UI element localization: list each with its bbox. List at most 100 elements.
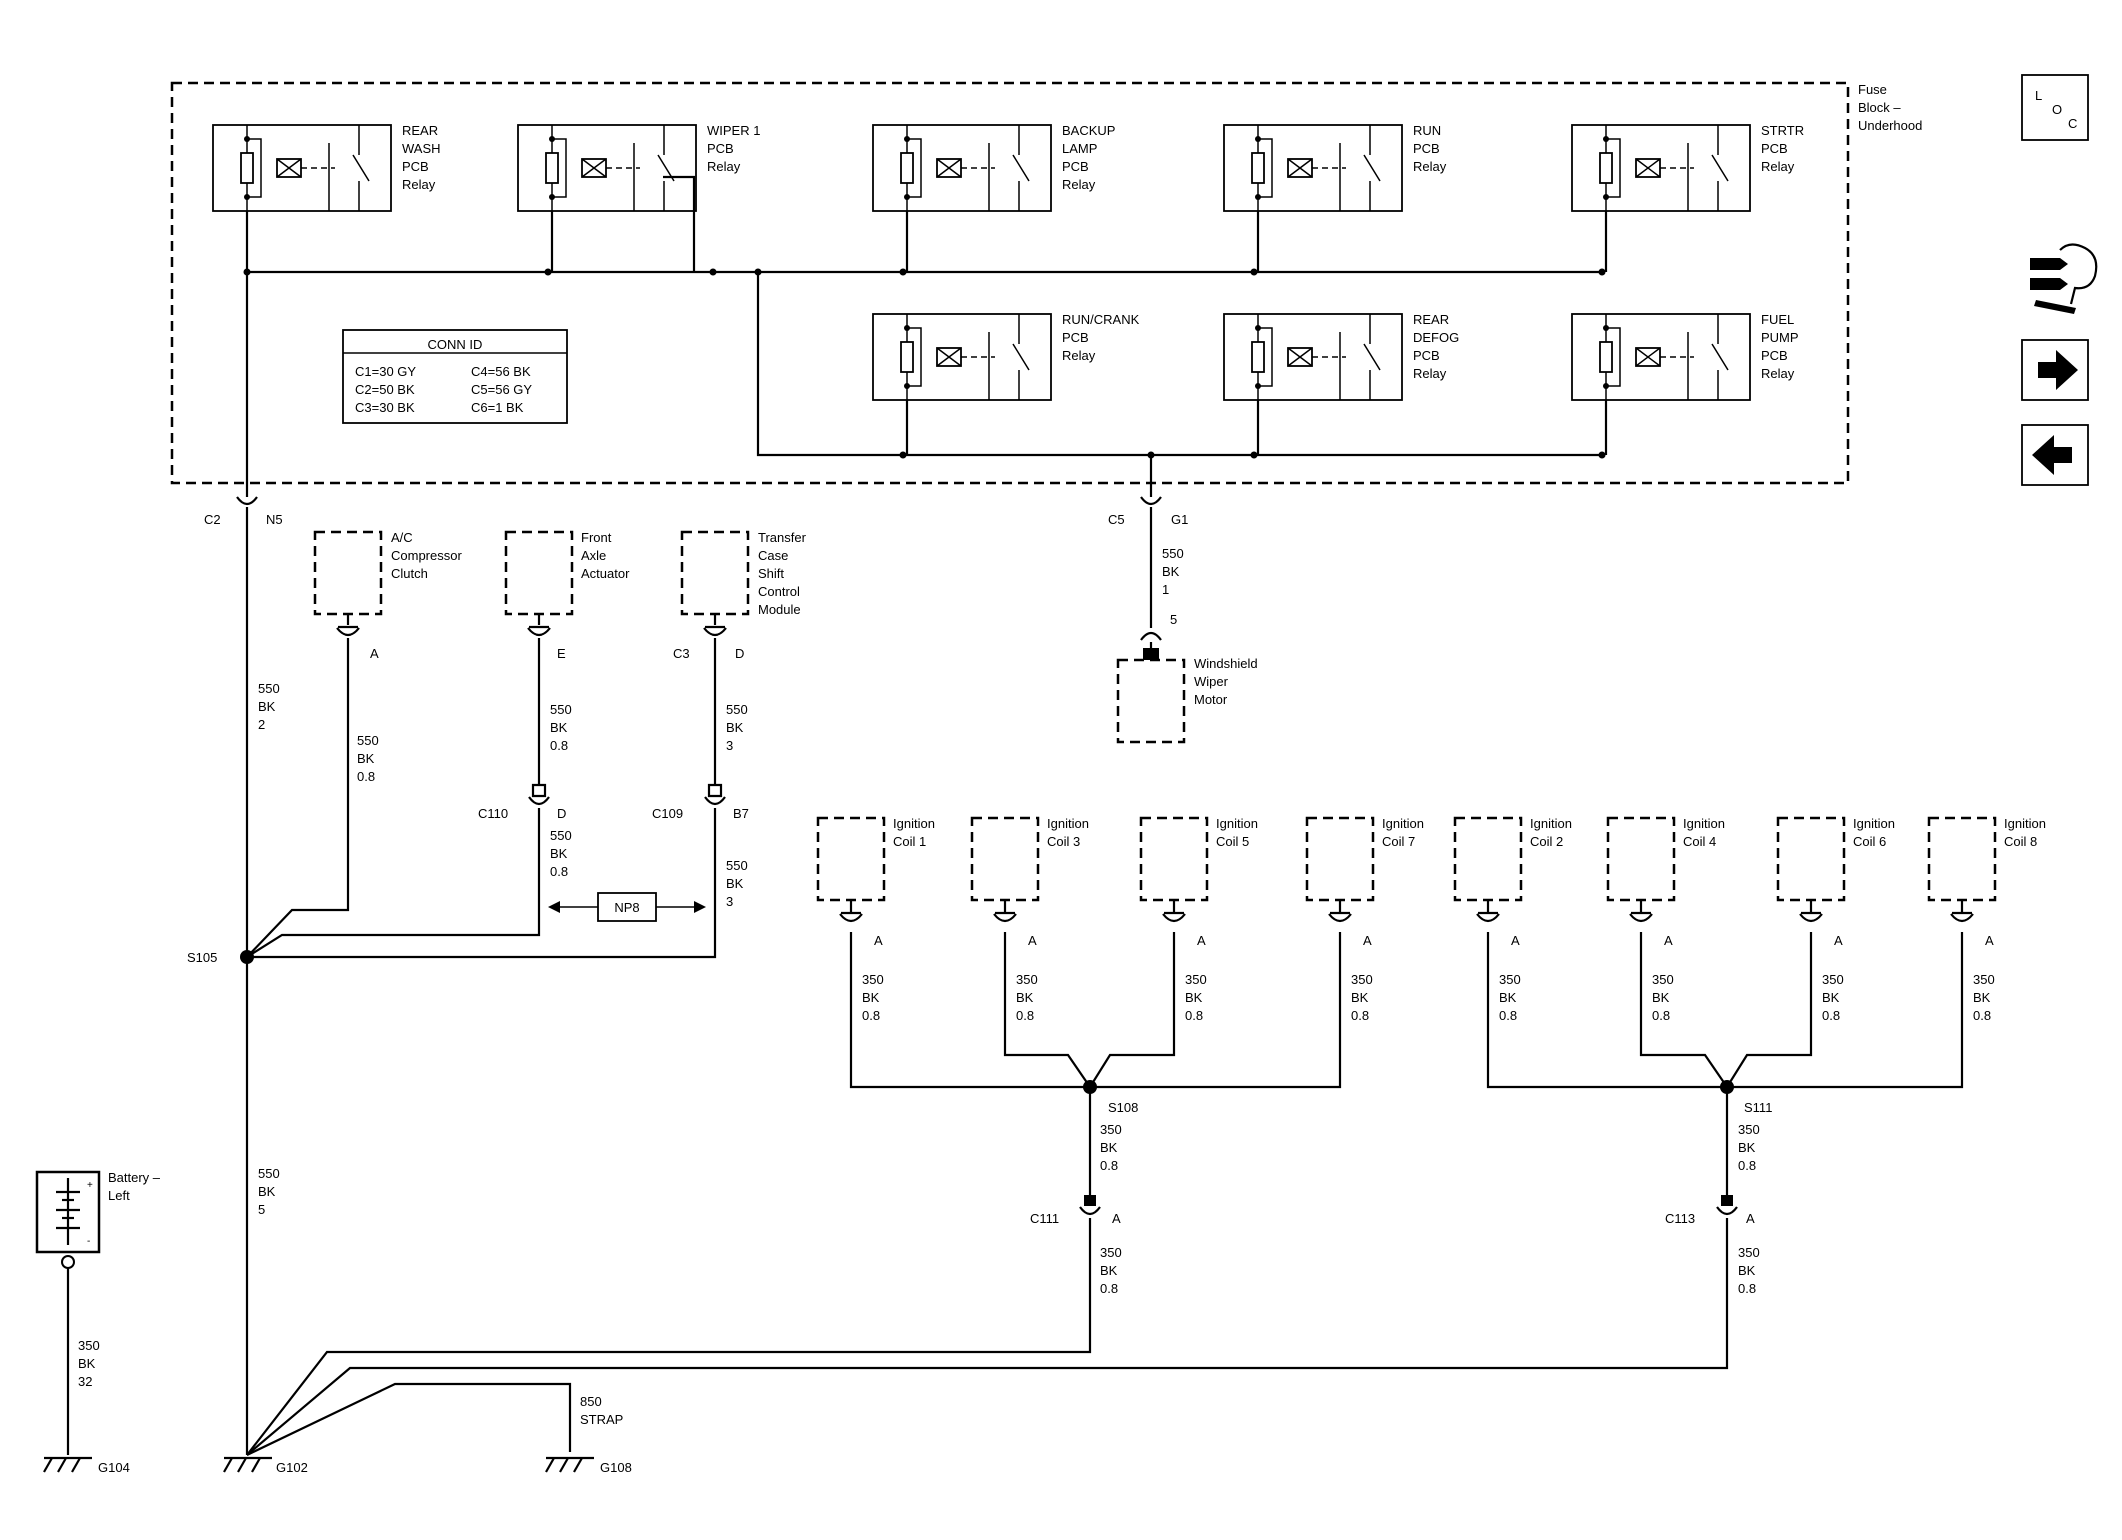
svg-text:A: A [1363, 933, 1372, 948]
svg-text:550 BK 0.8: 550 BK 0.8 [550, 828, 575, 879]
svg-text:D: D [557, 806, 566, 821]
front-axle-actuator [504, 530, 574, 616]
ac-compressor-clutch [313, 530, 383, 616]
np8-option-marker: NP8 [548, 892, 706, 922]
arrow-left-icon [2032, 435, 2072, 475]
svg-text:350 BK 0.8: 350 BK 0.8 [1100, 1245, 1125, 1296]
svg-text:+: + [87, 1180, 93, 1191]
windshield-wiper-motor [1116, 658, 1186, 744]
ground-g108: G108 [545, 1456, 632, 1475]
svg-text:E: E [557, 646, 566, 661]
svg-text:A: A [1985, 933, 1994, 948]
svg-text:G1: G1 [1171, 512, 1188, 527]
svg-text:550 BK 3: 550 BK 3 [726, 702, 751, 753]
svg-text:S111: S111 [1744, 1100, 1772, 1115]
svg-text:G104: G104 [98, 1460, 130, 1475]
ground-strap [246, 1382, 572, 1456]
svg-text:NP8: NP8 [614, 900, 639, 915]
svg-text:A: A [1664, 933, 1673, 948]
svg-text:G102: G102 [276, 1460, 308, 1475]
c2-connector: C2 N5 [204, 483, 283, 527]
fuse-block-boundary [170, 81, 1850, 485]
c110-connector: C110 D [478, 783, 566, 821]
c109-connector: C109 B7 [652, 783, 749, 821]
ac-compressor-label: A/C Compressor Clutch [391, 530, 465, 581]
svg-text:B7: B7 [733, 806, 749, 821]
arrow-left-button[interactable] [2021, 424, 2089, 486]
svg-text:550 BK 0.8: 550 BK 0.8 [357, 733, 382, 784]
svg-text:O: O [2052, 102, 2062, 117]
svg-text:C5=56 GY: C5=56 GY [471, 382, 532, 397]
svg-text:C: C [2068, 116, 2077, 131]
service-tool-icon[interactable] [2030, 243, 2098, 314]
svg-text:A: A [370, 646, 379, 661]
svg-text:850 STRAP: 850 STRAP [580, 1394, 623, 1427]
svg-text:N5: N5 [266, 512, 283, 527]
svg-text:350 BK 0.8: 350 BK 0.8 [1738, 1122, 1763, 1173]
svg-text:550 BK 0.8: 550 BK 0.8 [550, 702, 575, 753]
conn-id-title: CONN ID [428, 337, 483, 352]
svg-text:C2=50 BK: C2=50 BK [355, 382, 415, 397]
ground-g104: G104 [43, 1456, 130, 1475]
svg-text:A: A [1112, 1211, 1121, 1226]
battery-label: Battery – Left [108, 1170, 164, 1203]
svg-text:S108: S108 [1108, 1100, 1138, 1115]
wiper-motor-label: Windshield Wiper Motor [1194, 656, 1261, 707]
transfer-case-wire [247, 808, 717, 959]
svg-text:A: A [1834, 933, 1843, 948]
svg-text:C3=30 BK: C3=30 BK [355, 400, 415, 415]
coil-harness-right [1486, 932, 1964, 1090]
loc-button[interactable]: L O C [2021, 74, 2089, 141]
c5-connector: C5 G1 [1108, 483, 1188, 527]
svg-text:C113: C113 [1665, 1211, 1695, 1226]
conn-id-table: CONN ID C1=30 GY C4=56 BK C2=50 BK C5=56… [342, 329, 568, 424]
arrow-right-icon [2038, 350, 2078, 390]
arrow-right-button[interactable] [2021, 339, 2089, 401]
svg-text:C1=30 GY: C1=30 GY [355, 364, 416, 379]
svg-text:A: A [1511, 933, 1520, 948]
svg-text:L: L [2035, 88, 2042, 103]
svg-text:C5: C5 [1108, 512, 1125, 527]
svg-text:350 BK 0.8: 350 BK 0.8 [1738, 1245, 1763, 1296]
svg-text:-: - [87, 1236, 90, 1247]
svg-text:C111: C111 [1030, 1211, 1059, 1226]
svg-text:A: A [874, 933, 883, 948]
svg-text:G108: G108 [600, 1460, 632, 1475]
c113-connector: C113 A [1665, 1195, 1755, 1226]
transfer-case-label: Transfer Case Shift Control Module [758, 530, 810, 617]
svg-text:C3: C3 [673, 646, 690, 661]
svg-text:C110: C110 [478, 806, 508, 821]
